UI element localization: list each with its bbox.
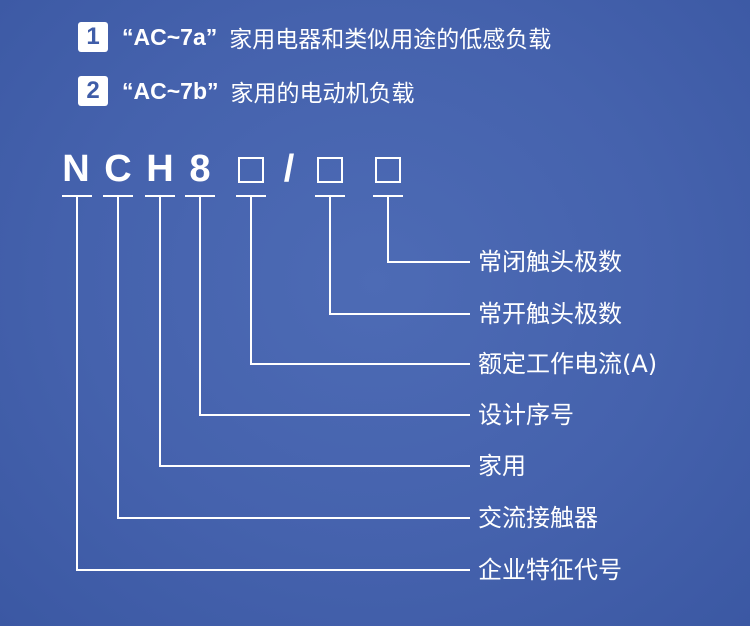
code-char-h: H bbox=[146, 148, 174, 190]
current-placeholder-box bbox=[238, 157, 264, 183]
legend-item-1: 1 “AC~7a” 家用电器和类似用途的低感负载 bbox=[78, 20, 551, 54]
number-badge: 1 bbox=[78, 22, 108, 52]
desc-enterprise-code: 企业特征代号 bbox=[478, 556, 622, 584]
desc-household: 家用 bbox=[478, 452, 526, 480]
connector-household bbox=[159, 196, 470, 467]
connector-ac-contactor bbox=[117, 196, 470, 519]
code-separator: / bbox=[283, 148, 295, 190]
legend-code: “AC~7a” bbox=[122, 23, 218, 50]
code-char-n: N bbox=[62, 148, 90, 190]
connector-no-contacts bbox=[329, 196, 470, 315]
no-contacts-placeholder-box bbox=[317, 157, 343, 183]
desc-design-number: 设计序号 bbox=[478, 401, 574, 429]
connector-design-number bbox=[199, 196, 470, 416]
nc-contacts-placeholder-box bbox=[375, 157, 401, 183]
code-char-8: 8 bbox=[189, 148, 211, 190]
legend-text: 家用电器和类似用途的低感负载 bbox=[229, 27, 552, 53]
desc-nc-contact-poles: 常闭触头极数 bbox=[478, 248, 622, 276]
code-char-c: C bbox=[104, 148, 132, 190]
connector-enterprise-code bbox=[76, 196, 470, 571]
desc-ac-contactor: 交流接触器 bbox=[478, 504, 598, 532]
desc-no-contact-poles: 常开触头极数 bbox=[478, 300, 622, 328]
desc-rated-current: 额定工作电流(A) bbox=[478, 350, 658, 378]
number-badge: 2 bbox=[78, 76, 108, 106]
legend-item-2: 2 “AC~7b” 家用的电动机负载 bbox=[78, 74, 415, 108]
legend-text: 家用的电动机负载 bbox=[230, 81, 415, 107]
connector-current bbox=[250, 196, 470, 365]
legend-code: “AC~7b” bbox=[122, 77, 219, 104]
connector-nc-contacts bbox=[387, 196, 470, 263]
